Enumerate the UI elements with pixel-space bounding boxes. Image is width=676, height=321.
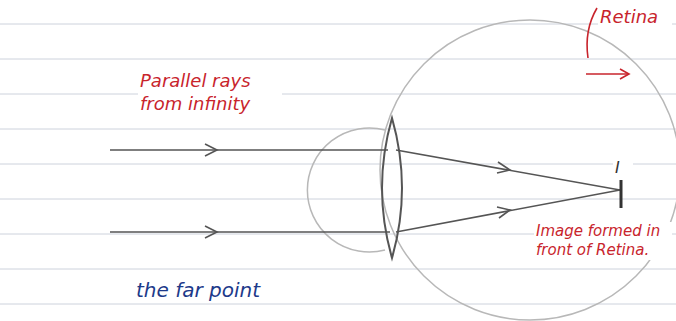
eye-lens	[382, 118, 402, 258]
retina-mark	[620, 180, 623, 208]
retina-label: Retina	[598, 6, 672, 29]
image-note: Image formed in front of Retina.	[534, 222, 672, 260]
far-point-label: the far point	[134, 278, 338, 303]
image-point-label: I	[613, 158, 633, 178]
cornea	[307, 128, 385, 252]
rays-label: Parallel rays from infinity	[138, 70, 282, 115]
eyeball	[380, 20, 676, 320]
ruled-lines	[0, 24, 676, 304]
